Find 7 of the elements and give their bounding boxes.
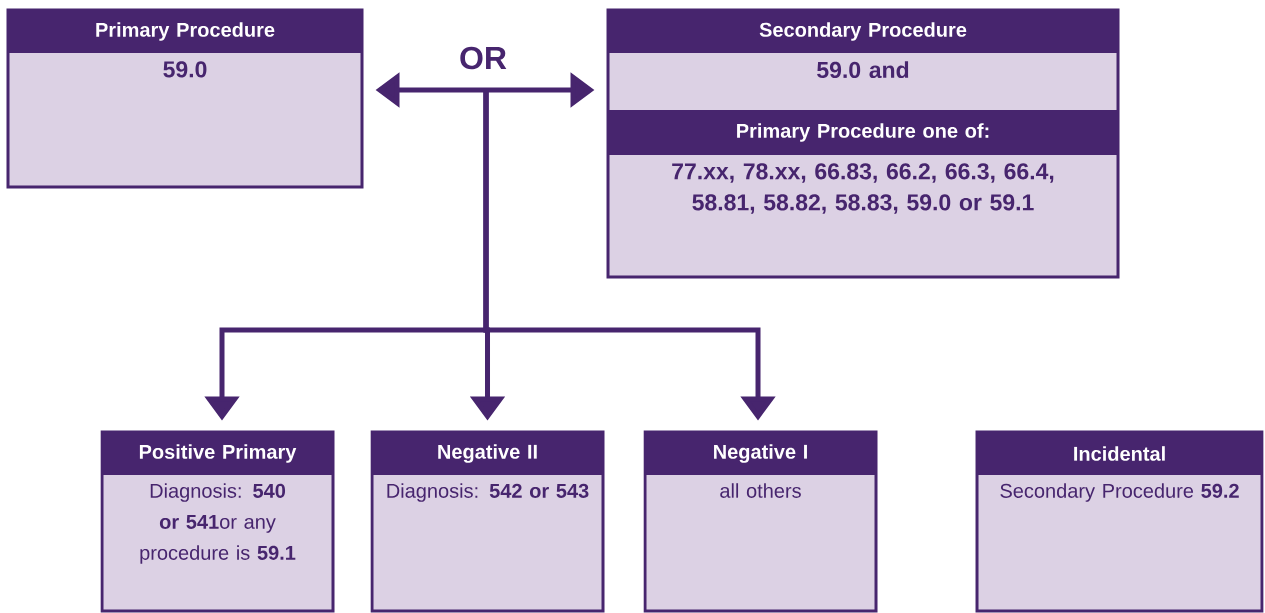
category-box: Positive Primary Diagnosis: 540 or 541or any procedure is 59.1	[100, 430, 335, 613]
category-box: Incidental Secondary Procedure 59.2	[975, 430, 1264, 613]
category-box: Negative II Diagnosis: 542 or 543	[370, 430, 605, 613]
category-box: Secondary Procedure 59.0 and Primary Procedure one of: 77.xx, 78.xx, 66.83, 66.2, 66.3, 66.4, 58.81, 58.82, 58.83, 59.0 or 59.1	[606, 8, 1120, 279]
category-box: Negative I all others	[643, 430, 878, 613]
edge-label: OR	[457, 44, 509, 72]
category-box: Primary Procedure 59.0	[6, 8, 364, 189]
